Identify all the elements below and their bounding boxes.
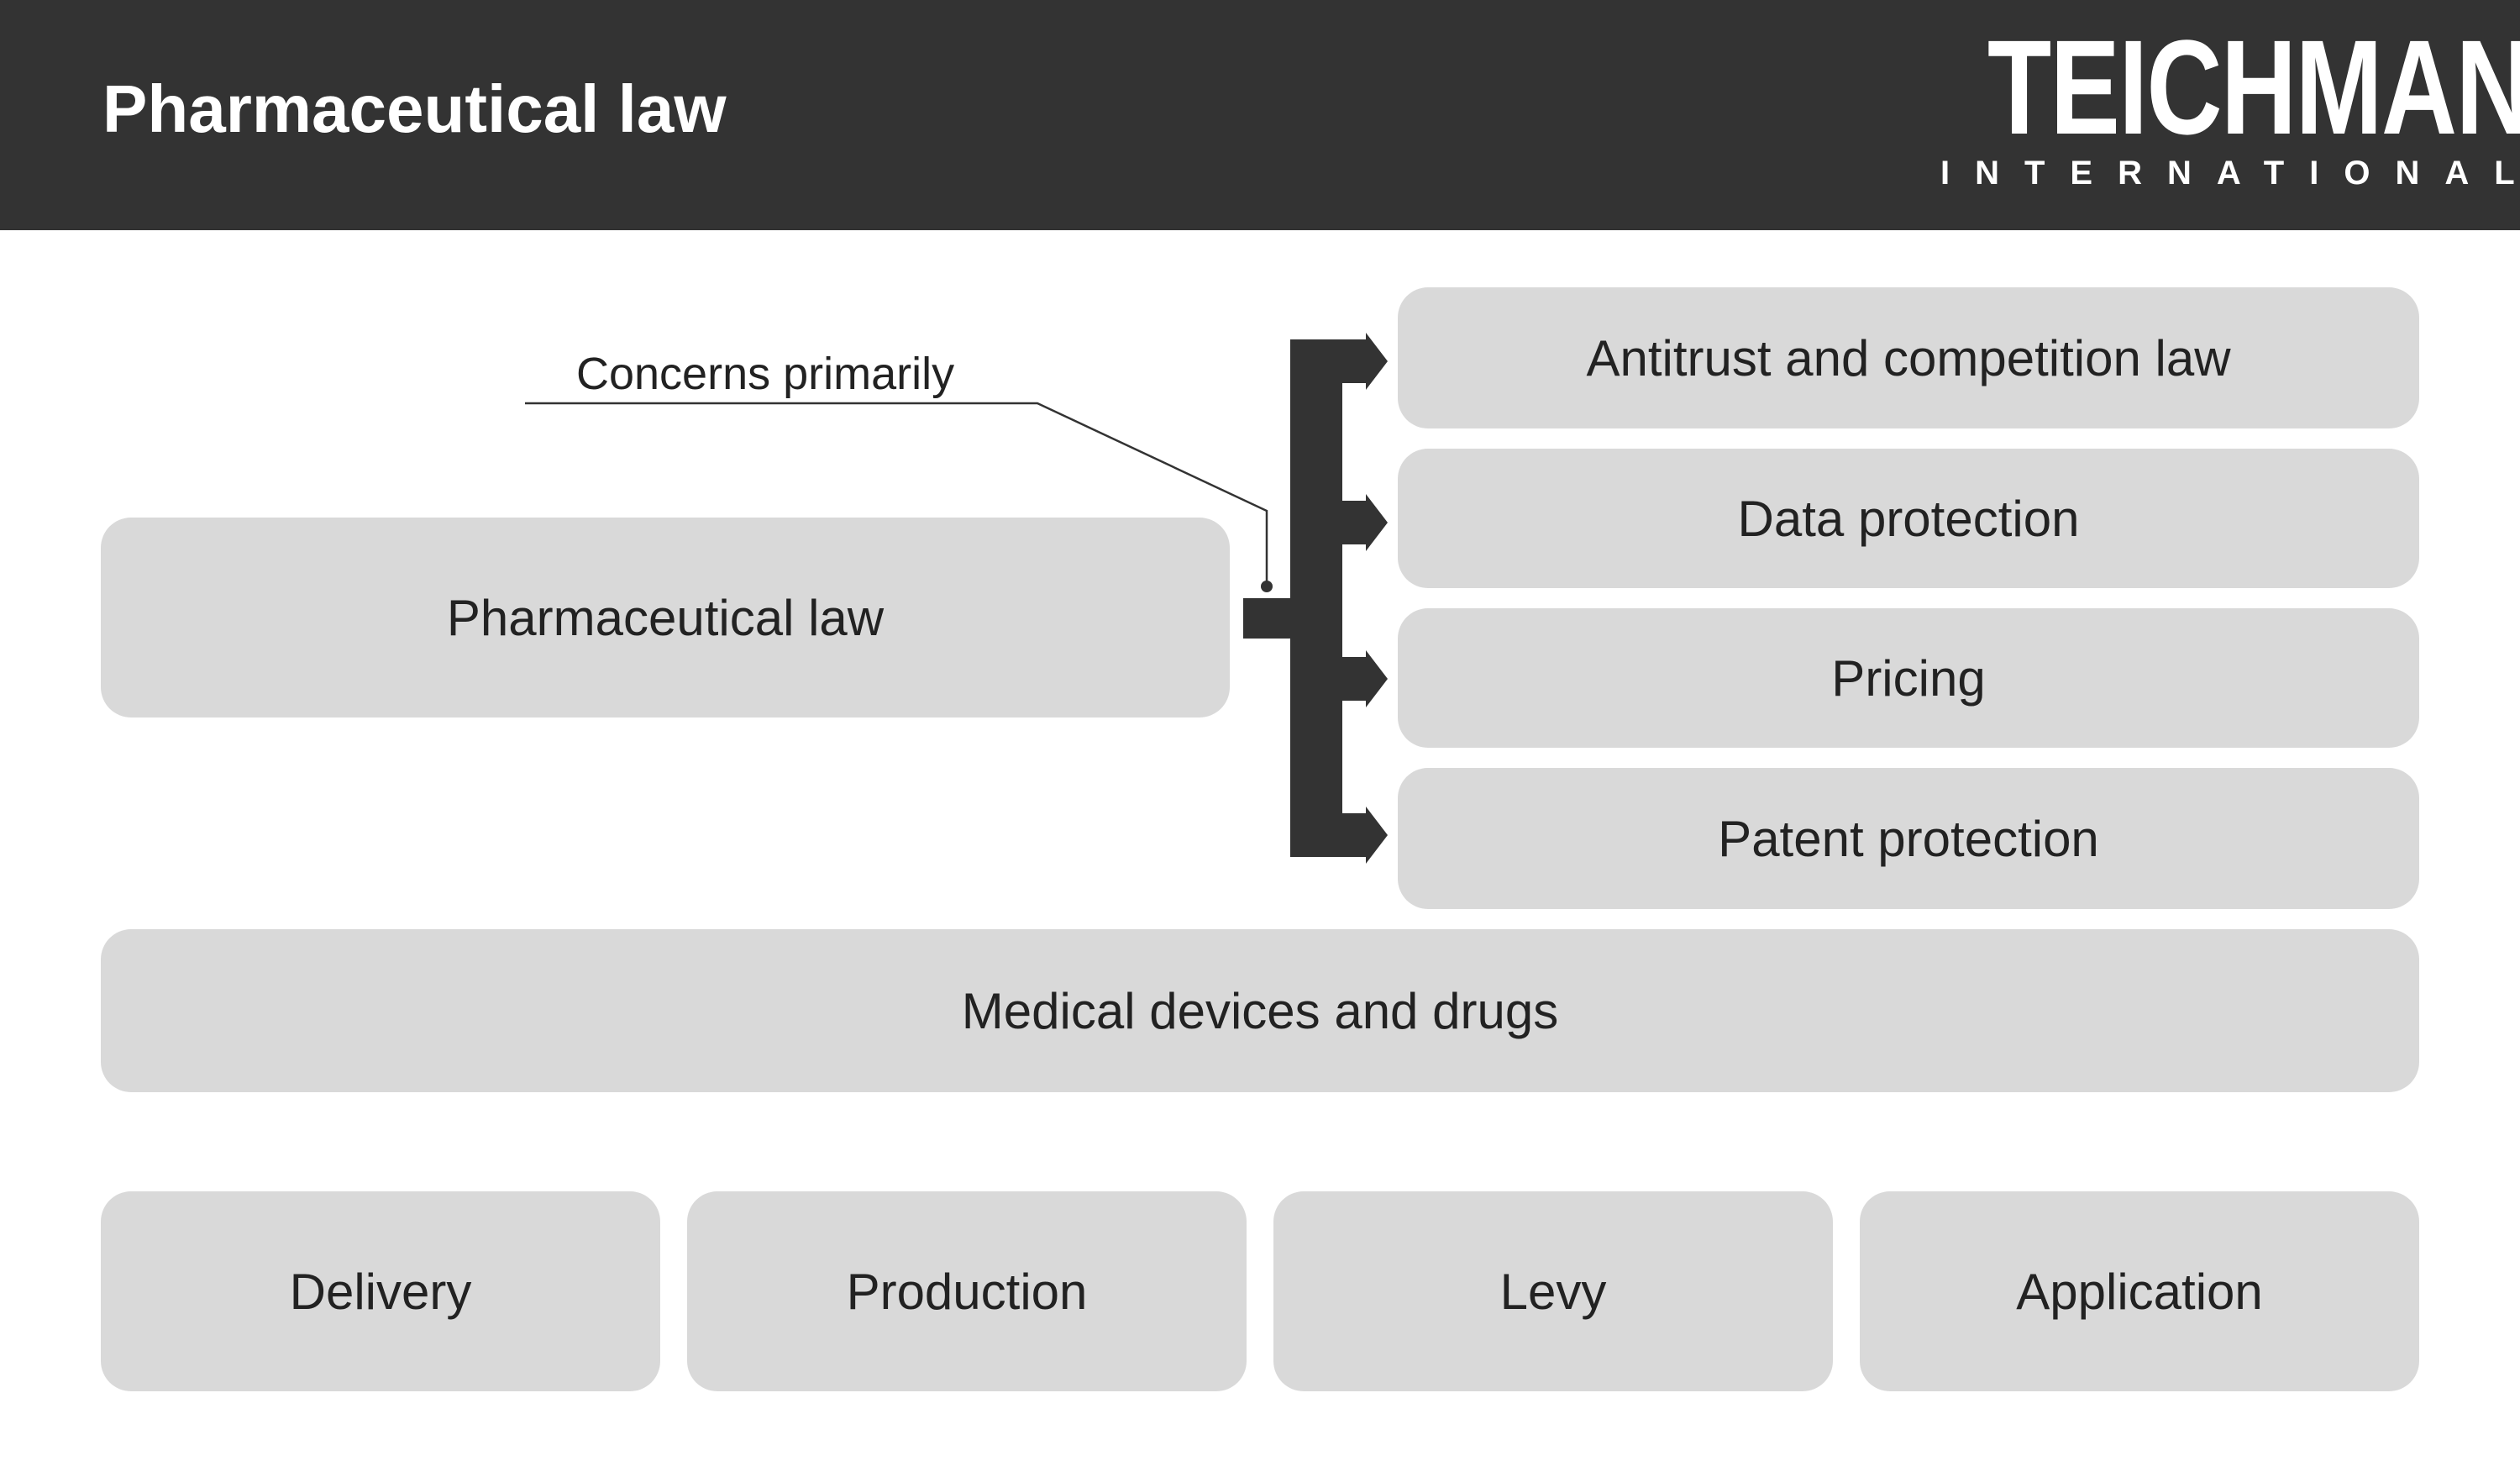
source-box: Pharmaceutical law <box>101 518 1230 717</box>
target-label: Pricing <box>1831 649 1986 707</box>
bottom-box-delivery: Delivery <box>101 1191 660 1391</box>
bottom-label: Delivery <box>289 1263 472 1320</box>
target-box-pricing: Pricing <box>1398 608 2419 748</box>
base-label: Medical devices and drugs <box>961 982 1559 1039</box>
annotation-leader-dot <box>1261 581 1273 592</box>
bottom-label: Levy <box>1499 1263 1607 1320</box>
base-box: Medical devices and drugs <box>101 929 2419 1092</box>
header-bar: Pharmaceutical law TEICHMANN INTERNATION… <box>0 0 2520 230</box>
bracket-stem <box>1243 598 1290 639</box>
branch-arrow-antitrust <box>1290 333 1388 390</box>
target-box-antitrust: Antitrust and competition law <box>1398 287 2419 428</box>
source-label: Pharmaceutical law <box>446 589 885 646</box>
target-label: Data protection <box>1737 490 2080 547</box>
target-box-data-protection: Data protection <box>1398 449 2419 588</box>
bottom-box-application: Application <box>1860 1191 2419 1391</box>
branch-arrow-data-protection <box>1342 494 1388 551</box>
target-label: Patent protection <box>1718 810 2099 867</box>
bottom-label: Production <box>846 1263 1088 1320</box>
brand-subtitle: INTERNATIONAL <box>1940 155 2520 192</box>
annotation-label: Concerns primarily <box>576 349 955 399</box>
bottom-box-production: Production <box>687 1191 1247 1391</box>
annotation-leader-line <box>525 402 1268 585</box>
bracket-spine <box>1290 339 1342 857</box>
target-label: Antitrust and competition law <box>1586 329 2231 386</box>
branch-arrow-pricing <box>1342 650 1388 707</box>
brand-logo: TEICHMANN INTERNATIONAL <box>1929 20 2520 192</box>
bottom-box-levy: Levy <box>1273 1191 1833 1391</box>
target-box-patent-protection: Patent protection <box>1398 768 2419 909</box>
branch-arrow-patent-protection <box>1290 807 1388 864</box>
page-title: Pharmaceutical law <box>102 71 727 146</box>
bottom-label: Application <box>2016 1263 2263 1320</box>
